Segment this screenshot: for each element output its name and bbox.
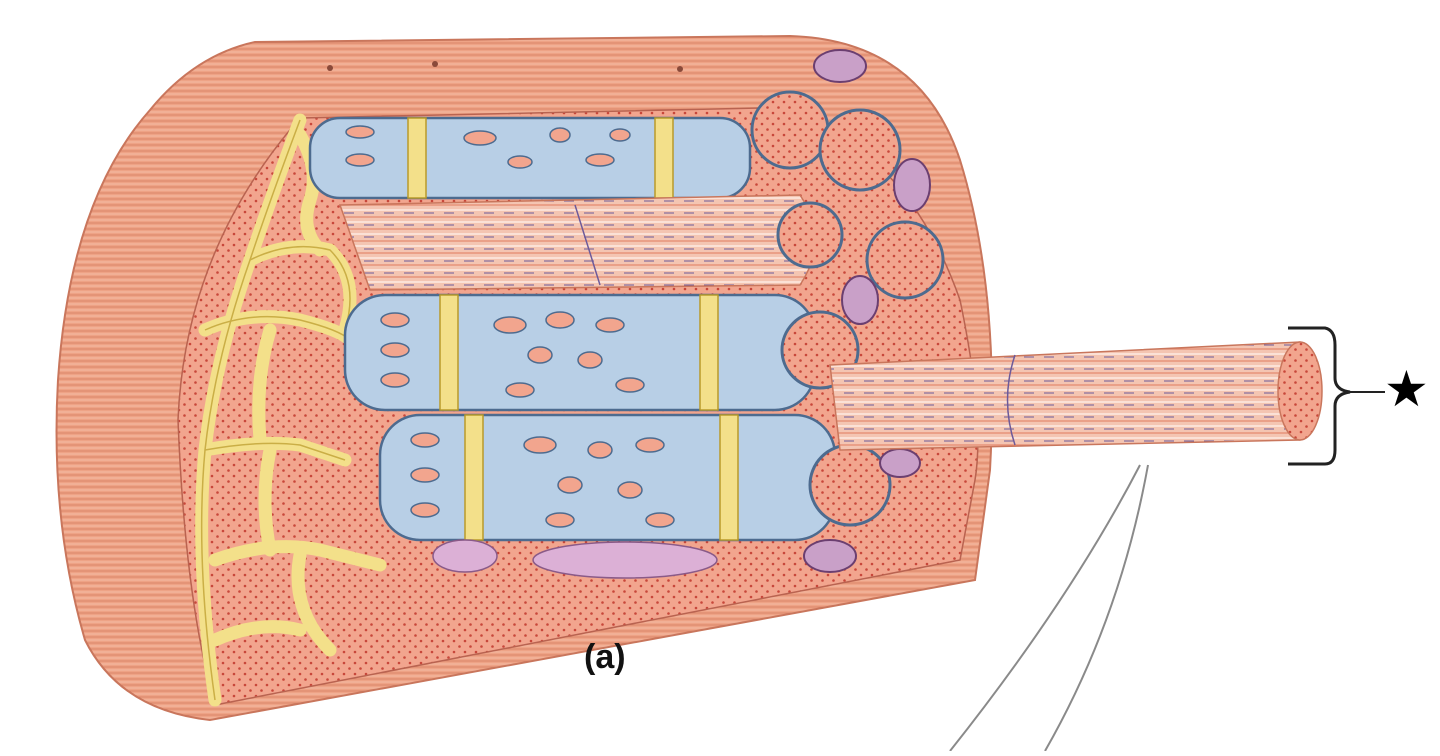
nucleus — [532, 541, 718, 579]
myofibril-exposed-row — [338, 194, 816, 291]
nucleus — [432, 539, 498, 573]
extended-myofibril — [829, 341, 1323, 451]
t-tubule-network-outline — [200, 119, 351, 701]
star-marker-icon: ★ — [1384, 360, 1429, 418]
leader-line — [949, 464, 1141, 752]
panel-label: (a) — [584, 638, 626, 676]
mitochondria — [803, 49, 931, 573]
myofibril-cross-sections — [750, 90, 945, 527]
leader-line — [1044, 464, 1149, 752]
sarcoplasmic-reticulum-row-3 — [378, 413, 837, 542]
sarcoplasmic-reticulum-row-2 — [343, 293, 817, 412]
sarcoplasmic-reticulum-row-1 — [308, 116, 752, 200]
